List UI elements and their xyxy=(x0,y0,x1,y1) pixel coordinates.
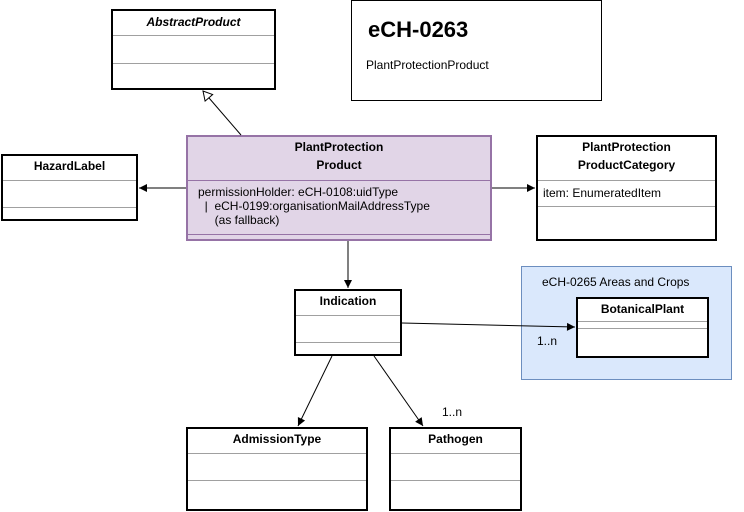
class-name: BotanicalPlant xyxy=(600,302,685,316)
class-name: AdmissionType xyxy=(232,432,322,446)
divider xyxy=(188,180,490,181)
class-name: Pathogen xyxy=(428,432,483,446)
divider xyxy=(578,321,707,322)
association-edge-pathogen xyxy=(373,355,424,427)
attribute-line: permissionHolder: eCH-0108:uidType xyxy=(198,185,399,199)
association-edge-botanical-plant xyxy=(401,322,576,331)
class-name: AbstractProduct xyxy=(146,15,241,29)
divider xyxy=(538,180,715,181)
divider xyxy=(578,328,707,329)
multiplicity-label-pathogen: 1..n xyxy=(442,405,463,419)
class-admission-type: AdmissionType xyxy=(186,427,368,511)
class-name-line1: PlantProtection xyxy=(294,140,384,154)
divider xyxy=(113,63,274,64)
class-name: HazardLabel xyxy=(33,159,106,173)
generalization-edge xyxy=(202,90,242,136)
class-pathogen: Pathogen xyxy=(389,427,522,511)
class-indication: Indication xyxy=(294,289,402,356)
class-name-line2: Product xyxy=(316,158,362,172)
divider xyxy=(296,315,400,316)
class-plant-protection-product: PlantProtection Product permissionHolder… xyxy=(186,135,492,241)
class-botanical-plant: BotanicalPlant xyxy=(576,297,709,358)
package-label: eCH-0265 Areas and Crops xyxy=(542,275,690,289)
divider xyxy=(3,207,136,208)
multiplicity-label-botanical: 1..n xyxy=(537,334,558,348)
attribute-line: (as fallback) xyxy=(198,213,280,227)
class-abstract-product: AbstractProduct xyxy=(111,9,276,90)
divider xyxy=(188,234,490,235)
divider xyxy=(391,480,520,481)
divider xyxy=(391,453,520,454)
class-name-line2: ProductCategory xyxy=(577,158,676,172)
diagram-title: eCH-0263 xyxy=(368,17,469,42)
divider xyxy=(113,35,274,36)
divider xyxy=(188,480,366,481)
class-hazard-label: HazardLabel xyxy=(1,154,138,221)
divider xyxy=(188,453,366,454)
association-edge-admission-type xyxy=(297,355,333,427)
title-box: eCH-0263 PlantProtectionProduct xyxy=(351,0,602,101)
divider xyxy=(538,206,715,207)
divider xyxy=(3,180,136,181)
class-product-category: PlantProtection ProductCategory item: En… xyxy=(536,135,717,241)
class-name-line1: PlantProtection xyxy=(582,140,671,154)
diagram-subtitle: PlantProtectionProduct xyxy=(366,58,489,72)
class-name: Indication xyxy=(319,294,377,308)
attribute-line: item: EnumeratedItem xyxy=(543,186,662,200)
attribute-line: | eCH-0199:organisationMailAddressType xyxy=(198,199,430,213)
divider xyxy=(296,342,400,343)
